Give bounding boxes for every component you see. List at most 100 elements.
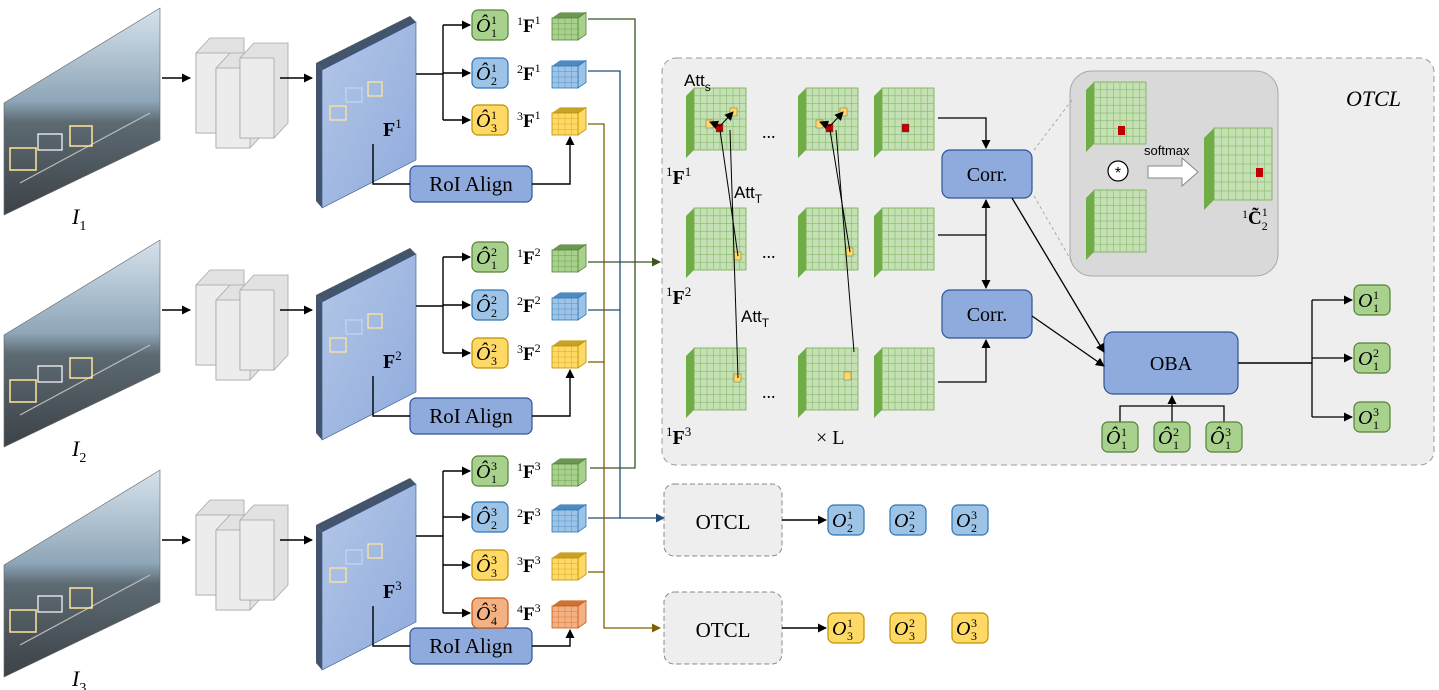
highlight-cell bbox=[1118, 126, 1125, 135]
backbone-face bbox=[239, 289, 275, 371]
roi-feature-label: 1F3 bbox=[517, 459, 541, 483]
roi-feature-label: 2F3 bbox=[517, 505, 541, 529]
connector-arrow bbox=[372, 144, 410, 185]
object-sup: 1 bbox=[847, 508, 853, 522]
object-box-bg bbox=[951, 612, 989, 644]
roi-align-label: RoI Align bbox=[429, 404, 513, 428]
connector-arrow bbox=[709, 120, 721, 130]
roi-feature-cube bbox=[551, 457, 587, 487]
object-sub: 4 bbox=[491, 614, 497, 628]
slab-side bbox=[1086, 190, 1094, 260]
object-sub: 1 bbox=[1373, 359, 1379, 373]
fmap-roi bbox=[367, 81, 383, 97]
connector-arrow bbox=[588, 123, 661, 633]
fmap-roi bbox=[367, 543, 383, 559]
connector-arrow bbox=[1033, 195, 1073, 263]
object-sup: 2 bbox=[909, 616, 915, 630]
object-sup: 3 bbox=[491, 553, 497, 567]
connector-arrow bbox=[819, 120, 831, 130]
detection-box bbox=[69, 125, 93, 147]
fmap-side bbox=[316, 63, 322, 208]
detection-box bbox=[9, 609, 37, 633]
object-box-bg bbox=[471, 57, 509, 89]
backbone-face bbox=[239, 519, 275, 601]
cube-top bbox=[552, 244, 586, 250]
connector-arrow bbox=[588, 70, 665, 523]
object-label: O bbox=[1358, 290, 1372, 312]
connector-arrow bbox=[1033, 99, 1073, 151]
object-sup: 1 bbox=[491, 108, 497, 122]
connector-arrow bbox=[372, 606, 410, 647]
object-label: Ô bbox=[1210, 425, 1224, 449]
object-box-bg bbox=[471, 289, 509, 321]
fmap-roi bbox=[329, 337, 347, 353]
roi-align-label: RoI Align bbox=[429, 634, 513, 658]
object-sub: 2 bbox=[909, 521, 915, 535]
att-t-label: AttT bbox=[734, 183, 763, 206]
object-box-bg bbox=[1353, 342, 1391, 374]
object-label: Ô bbox=[476, 61, 490, 85]
object-sup: 2 bbox=[1173, 425, 1179, 439]
ellipsis: ... bbox=[762, 382, 776, 402]
slab-side bbox=[686, 208, 694, 278]
object-sub: 1 bbox=[491, 472, 497, 486]
otcl-block-label: OTCL bbox=[696, 510, 751, 534]
highlight-cell bbox=[901, 123, 910, 133]
object-sup: 3 bbox=[971, 508, 977, 522]
feature-label: F3 bbox=[383, 578, 402, 603]
roi-feature-cube bbox=[551, 599, 587, 629]
ellipsis: ... bbox=[762, 242, 776, 262]
feature-slab bbox=[798, 347, 859, 418]
fmap-roi bbox=[367, 313, 383, 329]
connector-arrow bbox=[532, 629, 575, 647]
output-slab bbox=[1204, 127, 1273, 210]
fmap-top bbox=[316, 248, 416, 302]
roi-feature-label: 1F2 bbox=[517, 245, 541, 269]
ellipsis: ... bbox=[762, 122, 776, 142]
roi-feature-label: 3F2 bbox=[517, 341, 541, 365]
object-sub: 2 bbox=[971, 521, 977, 535]
corr-label: Corr. bbox=[967, 164, 1008, 186]
object-box-bg bbox=[471, 241, 509, 273]
object-sub: 2 bbox=[847, 521, 853, 535]
slab-side bbox=[798, 88, 806, 158]
row-feature-label: 1F2 bbox=[666, 284, 691, 309]
roi-feature-label: 4F3 bbox=[517, 601, 541, 625]
cube-top bbox=[552, 504, 586, 510]
detection-box bbox=[9, 147, 37, 171]
att-t-label: AttT bbox=[741, 307, 770, 330]
fmap-top bbox=[316, 478, 416, 532]
cube-top bbox=[552, 600, 586, 606]
slab-side bbox=[798, 208, 806, 278]
object-label: Ô bbox=[476, 341, 490, 365]
object-sup: 3 bbox=[491, 601, 497, 615]
roi-feature-cube bbox=[551, 339, 587, 369]
fmap-roi bbox=[345, 549, 363, 565]
convolution-icon bbox=[1107, 160, 1129, 182]
object-label: Ô bbox=[1158, 425, 1172, 449]
object-label: Ô bbox=[476, 245, 490, 269]
feature-map-2 bbox=[321, 253, 417, 441]
object-sub: 2 bbox=[491, 306, 497, 320]
roi-feature-label: 2F2 bbox=[517, 293, 541, 317]
feature-slab bbox=[798, 87, 859, 158]
object-box-bg bbox=[471, 597, 509, 629]
object-sup: 1 bbox=[491, 61, 497, 75]
feature-label: F1 bbox=[383, 116, 402, 141]
connector-arrow bbox=[829, 129, 851, 253]
object-sup: 1 bbox=[491, 13, 497, 27]
object-sup: 3 bbox=[1225, 425, 1231, 439]
detection-box bbox=[69, 357, 93, 379]
feature-slab bbox=[798, 207, 859, 278]
